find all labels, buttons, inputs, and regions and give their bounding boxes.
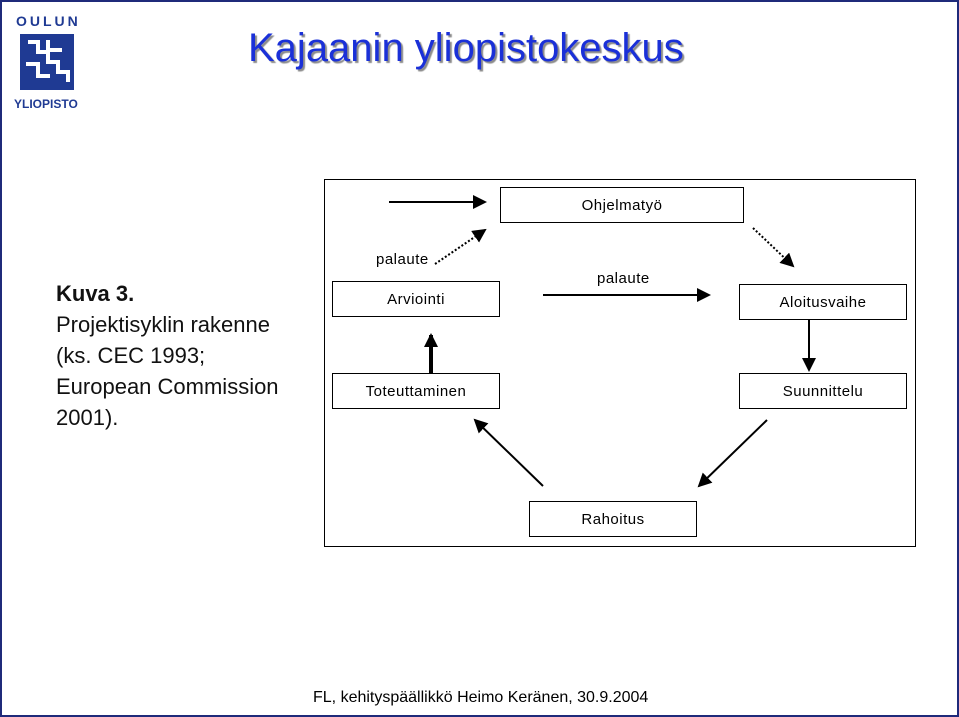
box-rahoitus: Rahoitus xyxy=(529,501,697,537)
label-palaute-left: palaute xyxy=(376,251,429,268)
box-suunnittelu: Suunnittelu xyxy=(739,373,907,409)
arrow-rahoitus-to-toteuttaminen xyxy=(473,418,544,487)
diagram-arrows xyxy=(389,195,816,488)
oulun-yliopisto-logo-icon: OULUN YLIOPISTO xyxy=(14,13,81,111)
slide-title: Kajaanin yliopistokeskus xyxy=(248,26,684,70)
slide-footer: FL, kehityspäällikkö Heimo Keränen, 30.9… xyxy=(313,689,649,706)
box-toteuttaminen: Toteuttaminen xyxy=(332,373,500,409)
box-aloitusvaihe: Aloitusvaihe xyxy=(739,284,907,320)
box-ohjelmatyo: Ohjelmatyö xyxy=(500,187,744,223)
arrow-suunnittelu-to-rahoitus xyxy=(697,419,768,488)
university-logo: OULUN YLIOPISTO xyxy=(14,12,84,112)
caption-figure-number: Kuva 3. xyxy=(56,281,135,306)
caption-text: Projektisyklin rakenne (ks. CEC 1993; Eu… xyxy=(56,312,279,430)
project-cycle-diagram: Ohjelmatyö Arviointi Aloitusvaihe Toteut… xyxy=(324,179,916,547)
svg-text:YLIOPISTO: YLIOPISTO xyxy=(14,97,78,111)
label-palaute-center: palaute xyxy=(597,270,650,287)
figure-caption: Kuva 3. Projektisyklin rakenne (ks. CEC … xyxy=(56,278,286,433)
arrow-arviointi-to-ohjelmatyo xyxy=(434,228,487,265)
box-arviointi: Arviointi xyxy=(332,281,500,317)
svg-text:OULUN: OULUN xyxy=(16,13,81,29)
arrow-ohjelmatyo-to-aloitusvaihe xyxy=(752,227,795,268)
